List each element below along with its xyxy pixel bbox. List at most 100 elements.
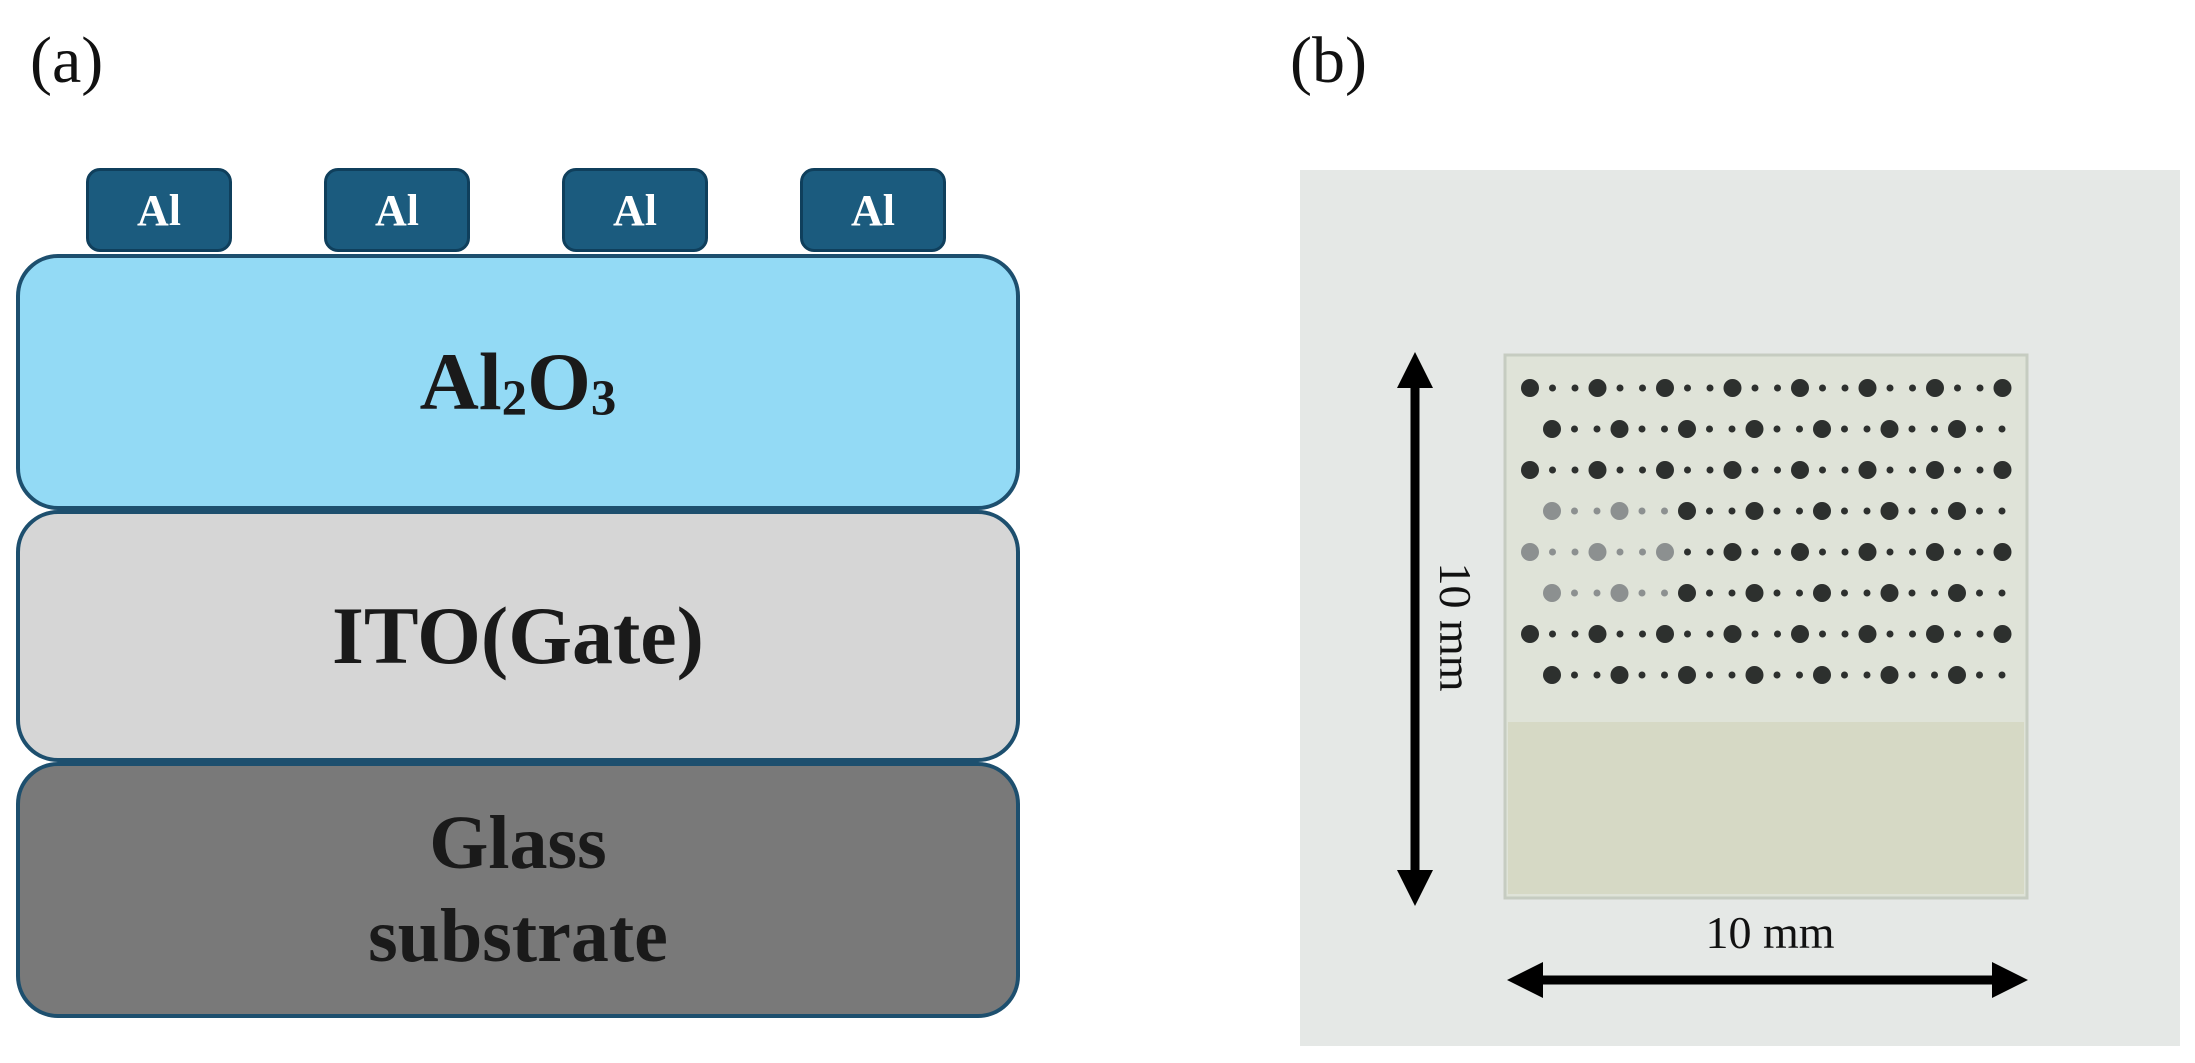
electrode-dot: [1706, 671, 1713, 679]
electrode-dot: [1588, 461, 1607, 479]
ito-gate-label: ITO(Gate): [331, 590, 704, 681]
electrode-dot: [1841, 589, 1848, 597]
electrode-dot: [1796, 671, 1803, 679]
electrode-dot: [1728, 589, 1736, 597]
electrode-dot: [1521, 379, 1539, 397]
electrode-dot: [1684, 384, 1691, 392]
electrode-dot: [1521, 461, 1539, 479]
electrode-dot: [1993, 543, 2012, 561]
horizontal-dimension-label: 10 mm: [1705, 907, 1834, 958]
electrode-dot: [1773, 425, 1781, 433]
electrode-dot: [1521, 625, 1539, 643]
electrode-dot: [1571, 384, 1579, 392]
electrode-dot: [1858, 379, 1877, 397]
electrode-dot: [1543, 420, 1561, 438]
electrode-dot: [1549, 548, 1556, 556]
electrode-dot: [1610, 584, 1629, 602]
electrode-dot: [1931, 507, 1938, 515]
electrode-dot: [1745, 584, 1764, 602]
electrode-dot: [1908, 671, 1916, 679]
electrode-dot: [1549, 630, 1556, 638]
al-electrode-4: Al: [800, 168, 946, 252]
al-electrode-3: Al: [562, 168, 708, 252]
electrode-dot: [1998, 589, 2006, 597]
electrode-dot: [1909, 630, 1916, 638]
electrode-dot: [1656, 379, 1674, 397]
electrode-dot: [1908, 589, 1916, 597]
electrode-dot: [1858, 625, 1877, 643]
electrode-dot: [1976, 425, 1983, 433]
electrode-dot: [1571, 630, 1579, 638]
electrode-dot: [1858, 543, 1877, 561]
electrode-dot: [1976, 548, 1984, 556]
electrode-dot: [1639, 384, 1646, 392]
electrode-dot: [1521, 543, 1539, 561]
electrode-dot: [1745, 420, 1764, 438]
electrode-dot: [1751, 630, 1759, 638]
electrode-dot: [1791, 461, 1809, 479]
electrode-dot: [1723, 543, 1742, 561]
electrode-dot: [1543, 666, 1561, 684]
al2o3-label: Al2O3: [419, 336, 617, 427]
electrode-dot: [1638, 671, 1646, 679]
electrode-dot: [1880, 420, 1899, 438]
electrode-dot: [1751, 548, 1759, 556]
electrode-dot: [1841, 425, 1848, 433]
electrode-dot: [1976, 466, 1984, 474]
electrode-dot: [1926, 461, 1944, 479]
electrode-dot: [1954, 466, 1961, 474]
electrode-dot: [1791, 625, 1809, 643]
electrode-dot: [1880, 584, 1899, 602]
electrode-dot: [1593, 507, 1601, 515]
sample-photograph: 10 mm 10 mm: [1300, 170, 2180, 1046]
electrode-dot: [1745, 666, 1764, 684]
electrode-dot: [1886, 548, 1894, 556]
electrode-dot: [1656, 543, 1674, 561]
electrode-dot: [1880, 666, 1899, 684]
electrode-dot: [1661, 507, 1668, 515]
electrode-dot: [1774, 466, 1781, 474]
electrode-dot: [1723, 461, 1742, 479]
electrode-dot: [1639, 466, 1646, 474]
al2o3-dielectric-layer: Al2O3: [16, 254, 1020, 510]
electrode-dot: [1745, 502, 1764, 520]
electrode-dot: [1571, 466, 1579, 474]
electrode-dot: [1998, 425, 2006, 433]
electrode-dot: [1728, 425, 1736, 433]
electrode-dot: [1549, 466, 1556, 474]
electrode-dot: [1926, 379, 1944, 397]
electrode-dot: [1791, 379, 1809, 397]
electrode-dot: [1796, 589, 1803, 597]
electrode-dot: [1908, 425, 1916, 433]
electrode-dot: [1948, 666, 1966, 684]
electrode-dot: [1684, 466, 1691, 474]
electrode-dot: [1588, 625, 1607, 643]
electrode-dot: [1706, 630, 1714, 638]
electrode-dot: [1948, 502, 1966, 520]
electrode-dot: [1774, 630, 1781, 638]
electrode-dot: [1684, 548, 1691, 556]
electrode-dot: [1639, 548, 1646, 556]
electrode-dot: [1751, 466, 1759, 474]
electrode-dot: [1656, 461, 1674, 479]
electrode-dot: [1909, 548, 1916, 556]
electrode-dot: [1610, 666, 1629, 684]
electrode-dot: [1813, 584, 1831, 602]
electrode-dot: [1976, 507, 1983, 515]
electrode-dot: [1886, 384, 1894, 392]
electrode-dot: [1773, 671, 1781, 679]
al-electrode-2: Al: [324, 168, 470, 252]
electrode-dot: [1610, 420, 1629, 438]
electrode-dot: [1908, 507, 1916, 515]
electrode-dot: [1926, 625, 1944, 643]
electrode-dot: [1638, 425, 1646, 433]
electrode-dot: [1706, 548, 1714, 556]
electrode-dot: [1976, 384, 1984, 392]
electrode-dot: [1813, 666, 1831, 684]
electrode-dot: [1931, 589, 1938, 597]
electrode-dot: [1678, 666, 1696, 684]
electrode-dot: [1858, 461, 1877, 479]
electrode-dot: [1588, 543, 1607, 561]
electrode-dot: [1993, 625, 2012, 643]
electrode-dot: [1773, 589, 1781, 597]
